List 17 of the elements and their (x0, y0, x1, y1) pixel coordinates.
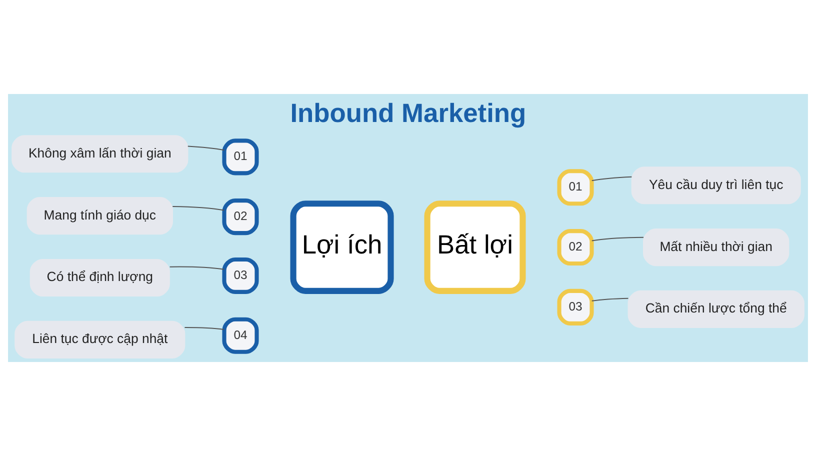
diagram-title: Inbound Marketing (290, 98, 526, 128)
connector (188, 146, 224, 151)
connector (592, 298, 628, 302)
node-box: Mất nhiều thời gian (643, 228, 790, 266)
node-box: Không xâm lấn thời gian (12, 135, 188, 173)
connector (592, 176, 632, 182)
node-box: Mang tính giáo dục (26, 197, 173, 235)
connector (184, 327, 224, 330)
connector (172, 206, 224, 211)
connector (592, 236, 644, 242)
node-box: Liên tục được cập nhật (14, 320, 186, 358)
node-box: Cần chiến lược tổng thể (628, 290, 804, 328)
connector (170, 266, 224, 270)
node-box: Bất lợi (424, 200, 526, 294)
node-box: Có thể định lượng (30, 258, 170, 297)
node-box: Yêu cầu duy trì liên tục (631, 166, 801, 204)
node-box: Lợi ích (290, 200, 394, 294)
